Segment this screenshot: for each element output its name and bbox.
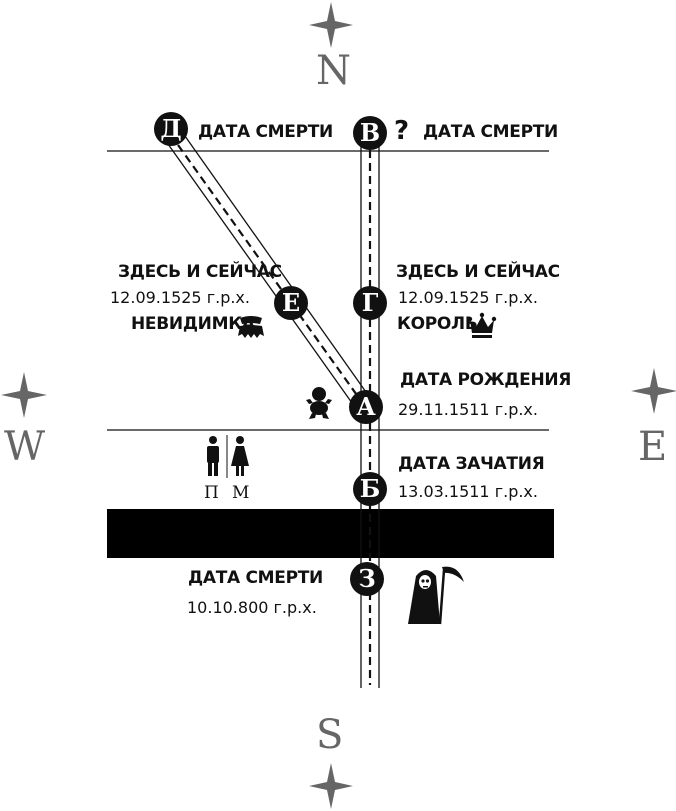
node-e: Е — [274, 286, 308, 320]
mother-letter: М — [232, 483, 250, 503]
death-date-bottom-label: ДАТА СМЕРТИ — [188, 568, 323, 588]
birth-date-value: 29.11.1511 г.р.х. — [398, 400, 538, 419]
death-date-left-label: ДАТА СМЕРТИ — [198, 122, 333, 142]
question-mark: ? — [394, 116, 409, 146]
baby-icon — [306, 387, 332, 419]
conception-date-label: ДАТА ЗАЧАТИЯ — [398, 454, 545, 474]
invisible-label: НЕВИДИМКА — [131, 314, 255, 334]
node-b: Б — [353, 472, 387, 506]
compass-star-icon-west — [1, 372, 47, 418]
death-date-right-label: ДАТА СМЕРТИ — [423, 122, 558, 142]
king-label: КОРОЛЬ — [397, 314, 478, 334]
birth-date-label: ДАТА РОЖДЕНИЯ — [400, 370, 572, 390]
node-v: В — [353, 116, 387, 150]
black-barrier — [107, 509, 554, 558]
conception-date-value: 13.03.1511 г.р.х. — [398, 482, 538, 501]
node-d: Д — [154, 112, 188, 146]
compass-west-label: W — [4, 424, 46, 470]
man-icon — [207, 436, 219, 476]
diagonal-road — [162, 128, 374, 411]
crown-icon — [467, 312, 497, 338]
father-letter: П — [204, 483, 219, 503]
compass-star-icon-north — [309, 2, 353, 48]
here-now-right-label: ЗДЕСЬ И СЕЙЧАС — [396, 262, 560, 282]
node-g: Г — [353, 286, 387, 320]
invisibility-cloak-icon — [238, 316, 264, 338]
here-now-left-label: ЗДЕСЬ И СЕЙЧАС — [118, 262, 282, 282]
compass-star-icon-south — [309, 763, 353, 809]
compass-north-label: N — [316, 48, 351, 94]
here-now-right-date: 12.09.1525 г.р.х. — [398, 288, 538, 307]
node-z: З — [350, 562, 384, 596]
compass-south-label: S — [316, 712, 344, 758]
compass-star-icon-east — [631, 368, 676, 414]
compass-east-label: E — [638, 424, 668, 470]
grim-reaper-icon — [408, 566, 464, 625]
death-date-bottom-value: 10.10.800 г.р.х. — [187, 598, 317, 617]
node-a: А — [349, 390, 383, 424]
here-now-left-date: 12.09.1525 г.р.х. — [110, 288, 250, 307]
woman-icon — [231, 436, 249, 476]
